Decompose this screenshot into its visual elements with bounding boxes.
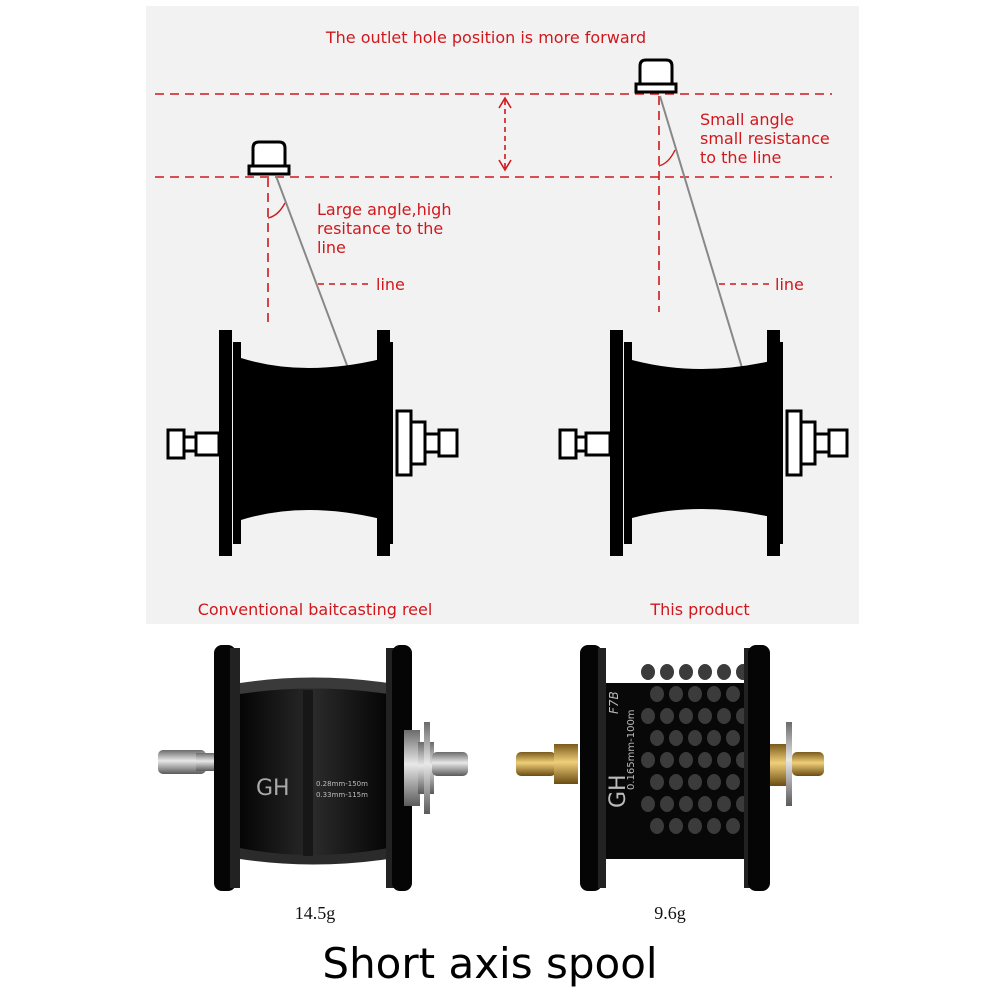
banner-title: Short axis spool xyxy=(322,939,657,988)
spool-perforation-hole xyxy=(717,752,731,768)
spool-perforation-hole xyxy=(726,730,740,746)
right-line-guide-icon xyxy=(634,58,678,94)
offset-arrow xyxy=(498,96,512,172)
spool-perforation-hole xyxy=(660,708,674,724)
spool-perforation-hole xyxy=(726,774,740,790)
spool-perforation-hole xyxy=(641,796,655,812)
right-note-line-3: to the line xyxy=(700,148,781,167)
right-caption: This product xyxy=(649,600,749,619)
right-weight: 9.6g xyxy=(654,903,686,923)
right-note-line-2: small resistance xyxy=(700,129,830,148)
spool-perforation-hole xyxy=(707,774,721,790)
spool-perforation-hole xyxy=(688,774,702,790)
conventional-spool-photo: GH 0.28mm-150m 0.33mm-115m xyxy=(158,645,468,891)
spool-perforation-hole xyxy=(679,752,693,768)
short-axis-spool-photo: GH 0.165mm-100m F7B xyxy=(516,645,824,891)
spool-perforation-hole xyxy=(669,730,683,746)
spool-perforation-hole xyxy=(698,752,712,768)
spool-perforation-hole xyxy=(679,796,693,812)
spool-perforation-hole xyxy=(641,708,655,724)
spool-perforation-hole xyxy=(660,664,674,680)
right-spool-capacity: 0.165mm-100m xyxy=(626,709,637,790)
left-angle-arc xyxy=(267,202,286,219)
short-axis-spool-drawing xyxy=(558,330,849,556)
left-note-line-2: resitance to the xyxy=(317,219,443,238)
spool-perforation-hole xyxy=(698,796,712,812)
spool-perforation-hole xyxy=(707,818,721,834)
spool-perforation-hole xyxy=(641,664,655,680)
spool-perforation-hole xyxy=(669,818,683,834)
spool-perforation-hole xyxy=(660,752,674,768)
spool-perforation-hole xyxy=(650,730,664,746)
spool-perforation-hole xyxy=(650,818,664,834)
spool-perforation-hole xyxy=(679,664,693,680)
spool-perforation-hole xyxy=(688,730,702,746)
spool-perforation-hole xyxy=(698,664,712,680)
headline-text: The outlet hole position is more forward xyxy=(325,28,646,47)
right-spool-brand: GH xyxy=(606,774,631,808)
left-spool-brand: GH xyxy=(256,776,290,801)
spool-perforation-hole xyxy=(641,752,655,768)
right-line-label: line xyxy=(775,275,804,294)
spool-perforation-hole xyxy=(707,686,721,702)
conventional-spool-drawing xyxy=(166,330,459,556)
spool-perforation-hole xyxy=(726,818,740,834)
spool-perforation-hole xyxy=(660,796,674,812)
left-caption: Conventional baitcasting reel xyxy=(198,600,433,619)
spool-perforation-hole xyxy=(679,708,693,724)
left-spool-capacity-1: 0.28mm-150m xyxy=(316,780,368,788)
right-note-line-1: Small angle xyxy=(700,110,794,129)
right-angle-arc xyxy=(658,149,676,167)
spool-perforation-hole xyxy=(707,730,721,746)
spool-perforation-hole xyxy=(688,686,702,702)
left-note-line-1: Large angle,high xyxy=(317,200,451,219)
spool-perforation-hole xyxy=(717,664,731,680)
spool-perforation-hole xyxy=(650,686,664,702)
left-weight: 14.5g xyxy=(295,903,336,923)
right-spool-logo: F7B xyxy=(607,691,621,714)
spool-perforation-hole xyxy=(717,796,731,812)
spool-perforation-hole xyxy=(688,818,702,834)
spool-perforation-hole xyxy=(669,774,683,790)
left-line-guide-icon xyxy=(247,140,291,176)
spool-perforation-hole xyxy=(698,708,712,724)
left-line-label: line xyxy=(376,275,405,294)
diagram-panel xyxy=(146,6,859,624)
spool-perforation-hole xyxy=(726,686,740,702)
left-spool-capacity-2: 0.33mm-115m xyxy=(316,791,368,799)
left-note-line-3: line xyxy=(317,238,346,257)
spool-perforation-hole xyxy=(650,774,664,790)
spool-perforation-hole xyxy=(669,686,683,702)
spool-perforation-hole xyxy=(717,708,731,724)
